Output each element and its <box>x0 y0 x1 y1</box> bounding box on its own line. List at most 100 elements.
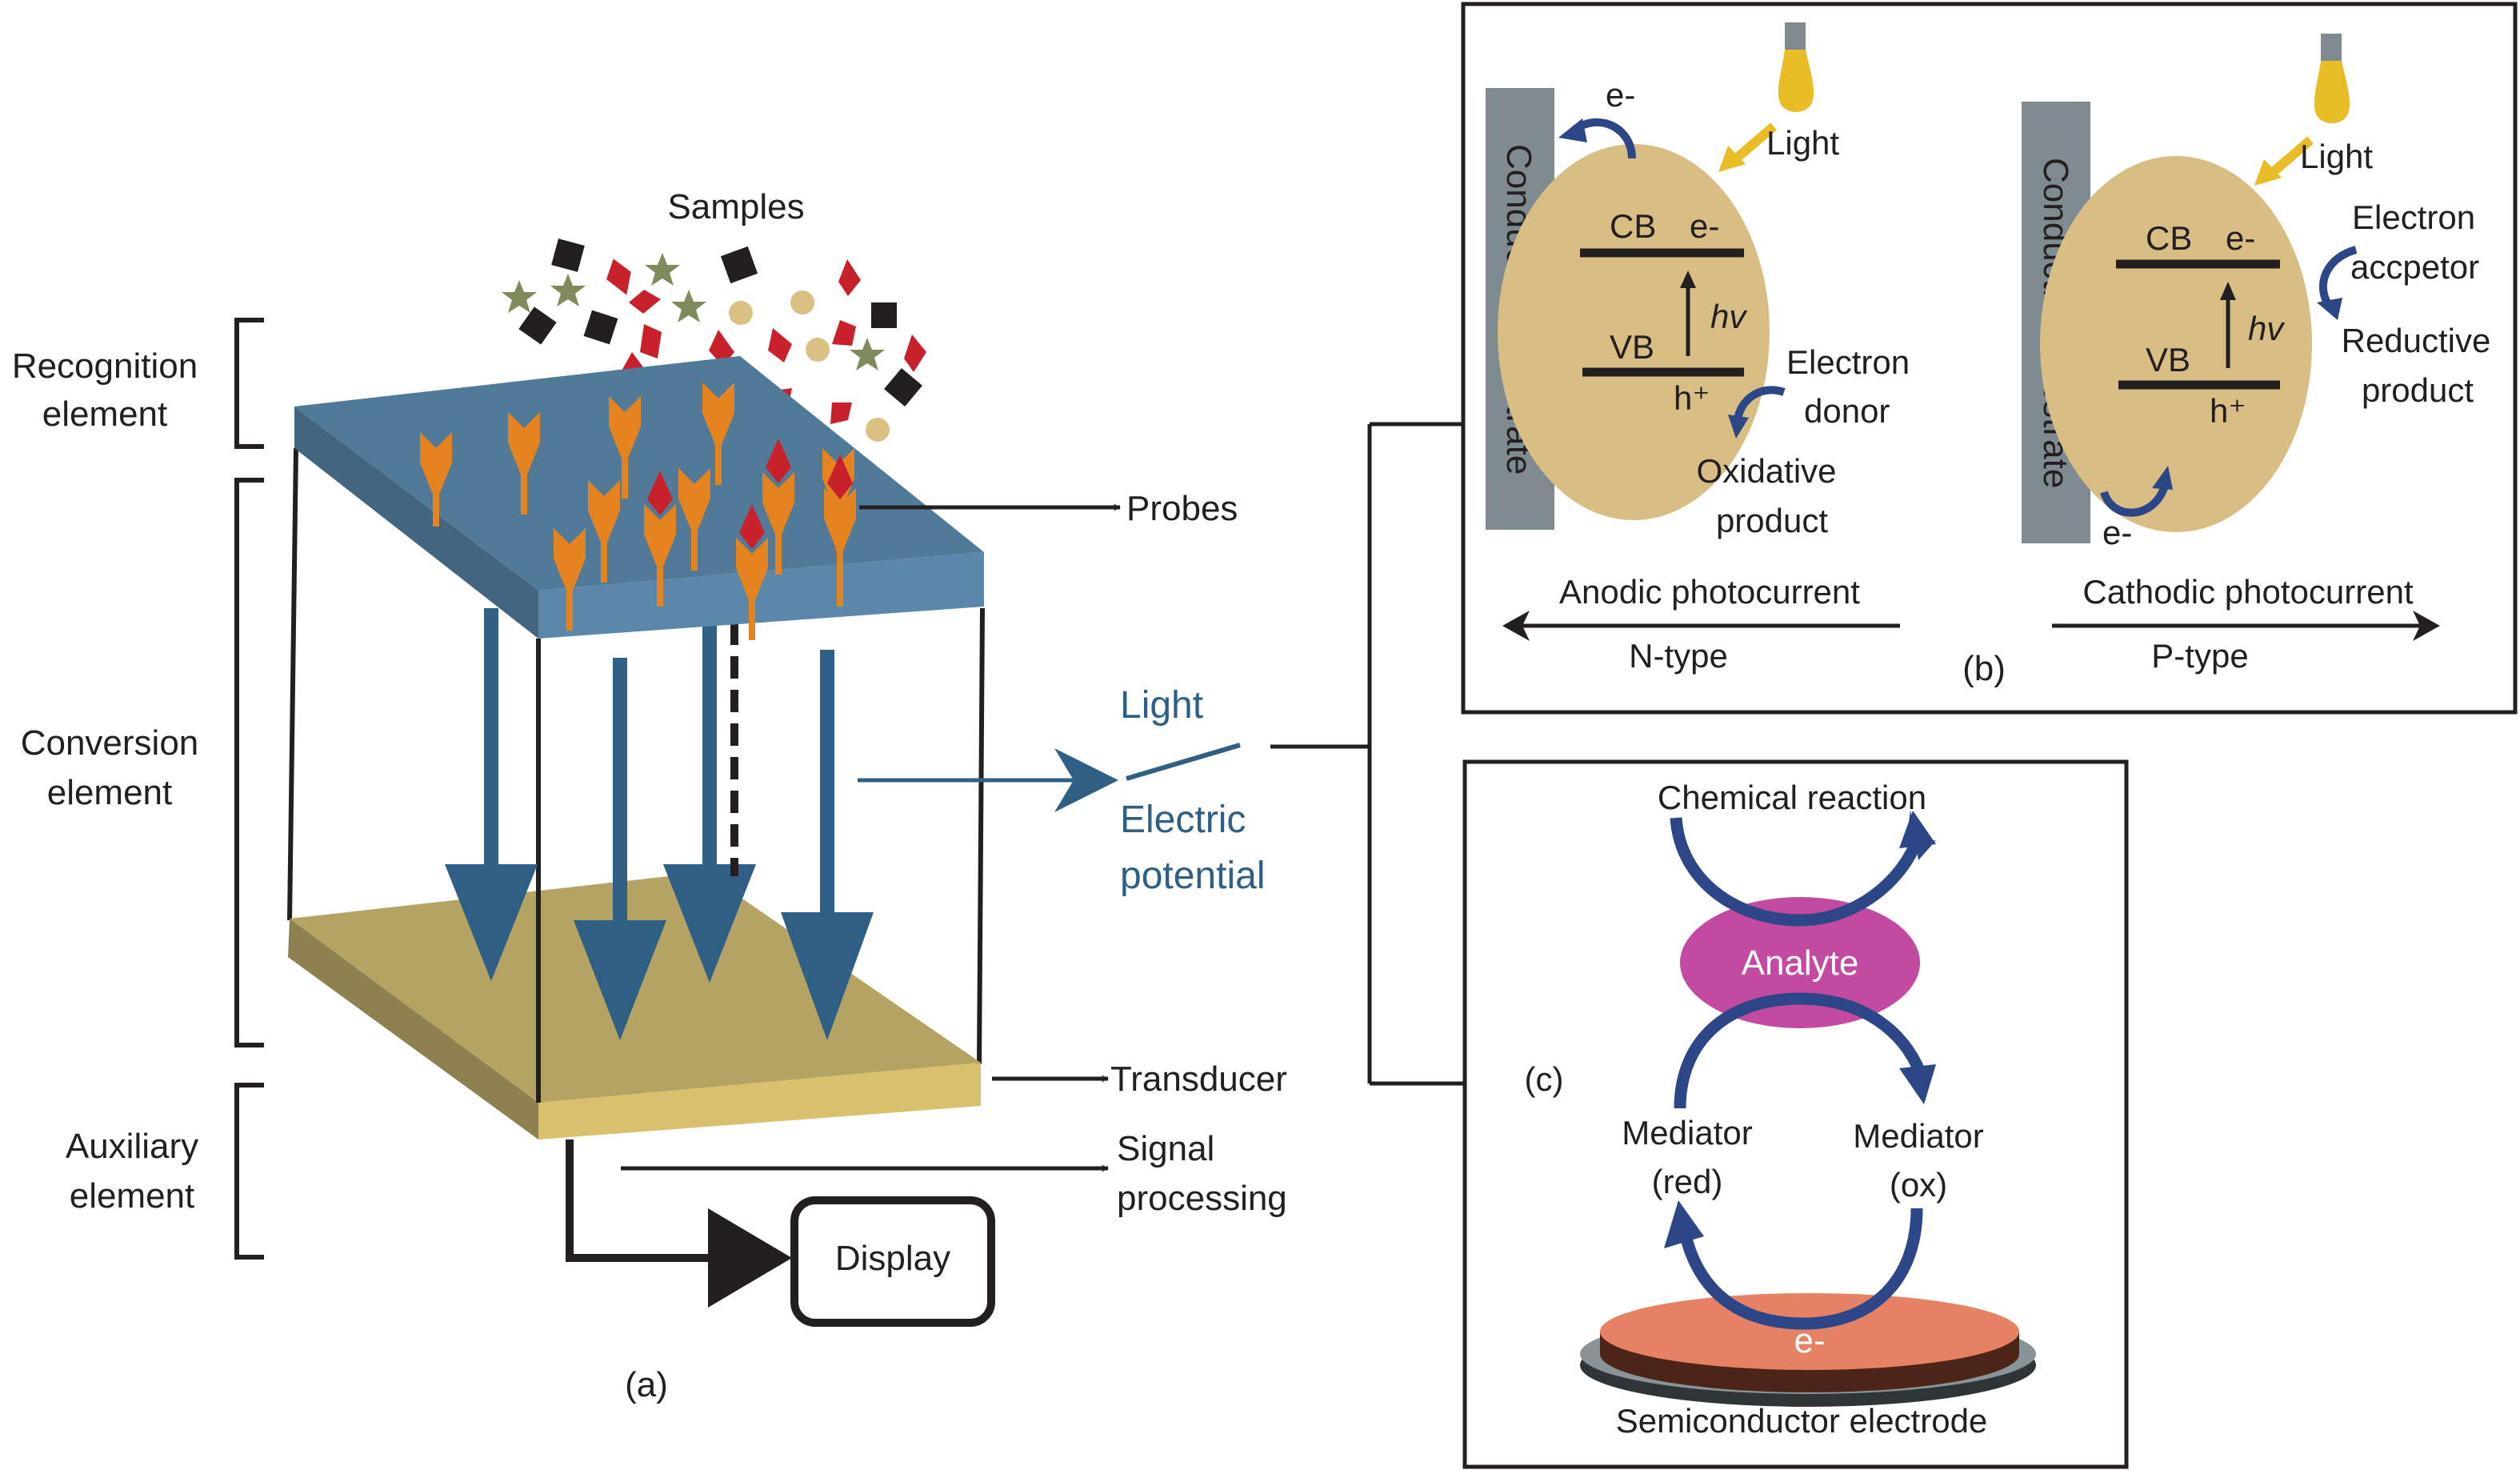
sample-square <box>583 310 618 345</box>
electric-mode-label-line1: Electric <box>1120 799 1246 841</box>
probes-label: Probes <box>1126 489 1238 528</box>
transducer-label: Transducer <box>1110 1059 1287 1099</box>
signal-label-line2: processing <box>1117 1179 1287 1218</box>
oxidative-label-line2: product <box>1716 502 1828 539</box>
transducer-side-face <box>288 919 538 1140</box>
panel-b-frame <box>1461 2 2518 715</box>
mediator-upper-arc <box>1674 992 1926 1109</box>
vb-label: VB <box>1610 328 1654 366</box>
reaction-arc-head <box>1899 811 1936 848</box>
mediator-lower-arc-head <box>1664 1200 1704 1248</box>
sample-red-diamond <box>606 258 631 295</box>
electrode-electron-label: e- <box>1794 1321 1825 1360</box>
probe-antibody <box>824 488 856 607</box>
sample-dot <box>790 290 814 314</box>
sample-dot <box>806 338 830 362</box>
semiconductor-particle <box>2040 156 2312 532</box>
bound-target <box>827 455 853 499</box>
recognition-label-line1: Recognition <box>12 346 198 386</box>
hole-label: h⁺ <box>2210 392 2246 430</box>
sample-red-diamond <box>709 330 734 366</box>
sample-square <box>518 306 557 345</box>
probe-antibody <box>762 472 794 575</box>
electrode-label: Semiconductor electrode <box>1616 1402 1988 1440</box>
sample-red-diamond <box>768 328 792 362</box>
probe-antibody <box>508 412 540 515</box>
frame-line <box>287 447 298 921</box>
display-box <box>790 1196 995 1327</box>
panel-a: Recognition element Conversion element A… <box>12 187 1465 1404</box>
light-bulb-icon <box>2314 34 2350 123</box>
probe-antibody <box>678 468 710 571</box>
panel-c-caption: (c) <box>1525 1060 1564 1098</box>
light-bulb-icon <box>1778 22 1814 112</box>
p-type-diagram: Conductive substrate CB e- VB h⁺ hv e- L… <box>2022 34 2490 675</box>
mediator-ox-line1: Mediator <box>1853 1117 1983 1155</box>
sample-dot <box>866 418 890 442</box>
acceptor-label-line2: accpetor <box>2350 248 2479 286</box>
light-label: Light <box>1766 124 1839 162</box>
acceptor-arrow-head <box>2317 298 2342 320</box>
electron-inject-arrow-head <box>2152 466 2173 490</box>
electric-mode-label-line2: potential <box>1120 855 1265 897</box>
probe-antibody <box>702 383 734 485</box>
recognition-label-line2: element <box>42 395 168 434</box>
p-type-label: P-type <box>2151 637 2248 675</box>
excitation-arrow-head <box>2220 282 2236 300</box>
panel-a-caption: (a) <box>625 1365 668 1404</box>
probes <box>420 383 856 640</box>
sample-red-diamond <box>832 320 856 346</box>
sample-star <box>502 280 537 313</box>
sample-star <box>671 290 706 322</box>
chemical-reaction-label: Chemical reaction <box>1658 779 1926 816</box>
reductive-label-line2: product <box>2362 371 2474 409</box>
sample-square <box>871 302 897 328</box>
conversion-arrows <box>445 608 874 1040</box>
donor-label-line1: Electron <box>1786 343 1910 381</box>
sample-red-diamond <box>629 290 661 314</box>
acceptor-label-line1: Electron <box>2352 198 2475 236</box>
conversion-arrow-head <box>663 864 756 983</box>
mediator-lower-arc <box>1678 1208 1923 1330</box>
conversion-bracket <box>234 478 264 1047</box>
mediator-red-line1: Mediator <box>1622 1114 1752 1152</box>
sample-square <box>720 246 758 284</box>
auxiliary-label-line2: element <box>70 1176 195 1216</box>
cb-label: CB <box>2146 219 2192 257</box>
probe-antibody <box>588 480 620 583</box>
display-arrow-head <box>708 1208 792 1308</box>
conversion-label-line2: element <box>47 773 173 812</box>
auxiliary-bracket <box>234 1083 264 1260</box>
mediator-red-line2: (red) <box>1652 1163 1723 1200</box>
probe-antibody <box>609 396 641 499</box>
probe-antibody <box>554 528 586 631</box>
bound-target <box>647 471 673 515</box>
semiconductor-electrode <box>1580 1293 2036 1407</box>
sample-dot <box>729 301 753 325</box>
probe-plate-top-face <box>294 356 984 591</box>
hv-label: hv <box>1710 298 1748 335</box>
light-mode-label: Light <box>1120 684 1203 727</box>
electron-label: e- <box>2102 514 2132 551</box>
sample-red-diamond <box>838 259 861 296</box>
probe-antibody <box>736 538 768 640</box>
display-connector <box>566 1140 712 1262</box>
cathodic-arrow-head <box>2413 611 2440 641</box>
donor-arrow-head <box>1728 415 1749 439</box>
light-label: Light <box>2300 138 2373 175</box>
mediator-upper-arc-head <box>1899 1064 1936 1104</box>
probe-plate-front-face <box>538 552 984 639</box>
anodic-arrow-head <box>1502 611 1530 641</box>
cb-electron-label: e- <box>1690 207 1719 245</box>
sample-star <box>550 274 586 306</box>
hv-label: hv <box>2248 310 2286 347</box>
switch-lever <box>1126 743 1241 781</box>
conversion-arrow-head <box>574 920 666 1040</box>
donor-label-line2: donor <box>1804 392 1890 430</box>
probe-antibody <box>644 504 676 607</box>
transducer-front-face <box>538 1063 981 1140</box>
sample-red-diamond <box>904 334 926 372</box>
probe-antibody <box>420 432 452 527</box>
reductive-label-line1: Reductive <box>2342 322 2491 359</box>
